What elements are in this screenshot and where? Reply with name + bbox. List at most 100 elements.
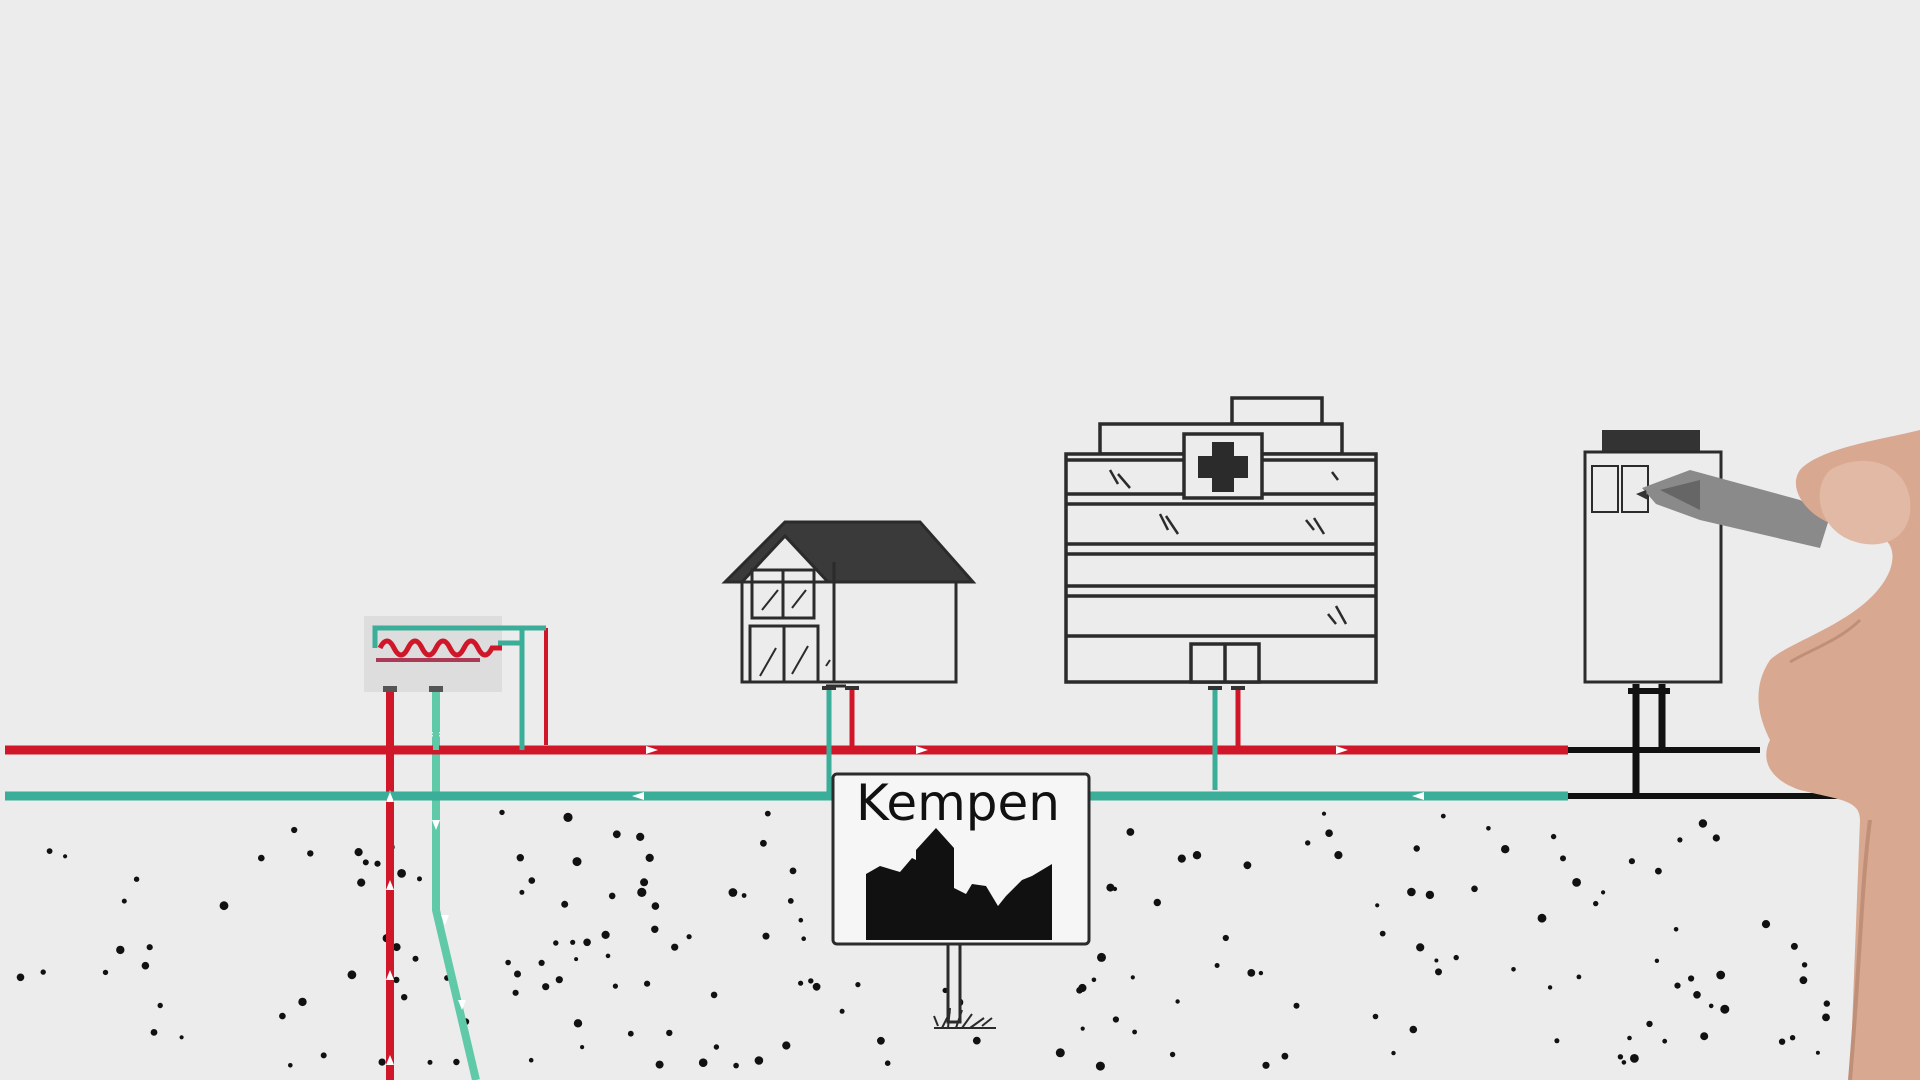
soil-dot — [157, 1002, 163, 1009]
soil-dot — [1325, 829, 1333, 837]
soil-dot — [179, 1035, 184, 1040]
soil-dot — [1192, 851, 1202, 860]
soil-dot — [583, 938, 591, 947]
soil-dot — [1379, 930, 1386, 937]
hand-with-marker-icon — [1636, 430, 1920, 1080]
soil-dot — [1617, 1054, 1624, 1060]
soil-dot — [1305, 840, 1311, 846]
soil-dot — [1169, 1051, 1176, 1058]
soil-dot — [291, 826, 298, 834]
soil-dot — [1576, 974, 1582, 980]
soil-dot — [1720, 1004, 1730, 1014]
soil-dot — [1486, 826, 1491, 831]
soil-dot — [1688, 975, 1695, 982]
soil-dot — [298, 997, 307, 1007]
soil-dot — [1698, 819, 1708, 828]
soil-dot — [1132, 1029, 1137, 1035]
soil-dot — [808, 978, 814, 984]
soil-dot — [1801, 962, 1808, 968]
soil-dot — [528, 1057, 534, 1063]
soil-dot — [627, 1030, 634, 1037]
soil-dot — [1593, 900, 1599, 907]
soil-dot — [1547, 985, 1553, 990]
soil-dot — [1511, 967, 1516, 972]
soil-dot — [580, 1045, 585, 1050]
soil-dot — [733, 1062, 739, 1069]
soil-dot — [1823, 1000, 1831, 1007]
soil-dot — [798, 917, 804, 923]
soil-dot — [320, 1052, 327, 1059]
soil-dot — [1391, 1050, 1396, 1056]
soil-dot — [121, 898, 127, 904]
soil-dot — [40, 969, 46, 975]
soil-dot — [514, 970, 521, 978]
soil-dot — [754, 1056, 764, 1065]
soil-dot — [1655, 867, 1662, 875]
soil-dot — [1712, 834, 1720, 842]
soil-dot — [392, 943, 401, 952]
soil-dot — [553, 940, 559, 946]
soil-dot — [133, 876, 140, 882]
soil-dot — [710, 991, 718, 999]
soil-dot — [362, 859, 369, 866]
cold-borehole-pipe — [432, 690, 480, 1080]
soil-dot — [46, 848, 53, 854]
soil-dot — [636, 832, 645, 842]
soil-dot — [1112, 1016, 1119, 1023]
soil-dot — [1654, 958, 1660, 963]
soil-dot — [1262, 1061, 1270, 1069]
soil-dot — [1407, 887, 1416, 897]
soil-dot — [1281, 1052, 1289, 1060]
soil-dot — [1677, 837, 1683, 843]
soil-dot — [1106, 883, 1115, 892]
soil-dot — [141, 961, 150, 970]
soil-dot — [528, 877, 536, 884]
soil-dot — [1425, 890, 1435, 900]
soil-dot — [1761, 920, 1771, 929]
soil-dot — [1222, 934, 1229, 942]
soil-dot — [499, 809, 505, 816]
soil-dot — [1153, 898, 1162, 907]
soil-dot — [401, 994, 408, 1001]
soil-dot — [1628, 858, 1635, 865]
soil-dot — [1258, 970, 1264, 976]
soil-dot — [393, 976, 400, 984]
soil-dot — [1790, 942, 1798, 950]
soil-dot — [1214, 963, 1220, 968]
soil-dot — [1627, 1035, 1632, 1041]
soil-dot — [798, 980, 804, 986]
soil-dot — [612, 830, 621, 839]
soil-dot — [561, 900, 569, 908]
soil-dot — [741, 893, 747, 898]
soil-dot — [839, 1008, 845, 1014]
soil-dot — [801, 936, 806, 941]
soil-dot — [637, 887, 647, 898]
soil-dot — [1321, 811, 1327, 816]
soil-dot — [1435, 968, 1442, 976]
soil-dot — [686, 934, 692, 940]
soil-dot — [453, 1058, 460, 1066]
soil-dot — [307, 850, 314, 857]
soil-dot — [1815, 1050, 1820, 1055]
soil-dot — [512, 989, 519, 996]
soil-dot — [605, 953, 611, 959]
soil-dot — [1554, 1038, 1560, 1044]
soil-dot — [1175, 999, 1180, 1004]
heat-exchanger-icon — [364, 616, 548, 750]
soil-dot — [427, 1059, 433, 1065]
soil-dot — [1334, 851, 1343, 860]
hospital-connection-pipes — [1208, 686, 1245, 790]
soil-dot — [572, 857, 582, 867]
soil-dot — [357, 878, 366, 887]
soil-dot — [782, 1041, 791, 1050]
soil-dot — [279, 1012, 286, 1020]
soil-dot — [612, 983, 619, 989]
soil-dot — [601, 930, 610, 940]
soil-dot — [397, 869, 406, 878]
soil-dot — [640, 878, 649, 887]
hospital-icon — [1064, 396, 1378, 684]
soil-dot — [1537, 913, 1547, 923]
soil-dot — [1078, 983, 1087, 993]
soil-dot — [1453, 954, 1459, 961]
